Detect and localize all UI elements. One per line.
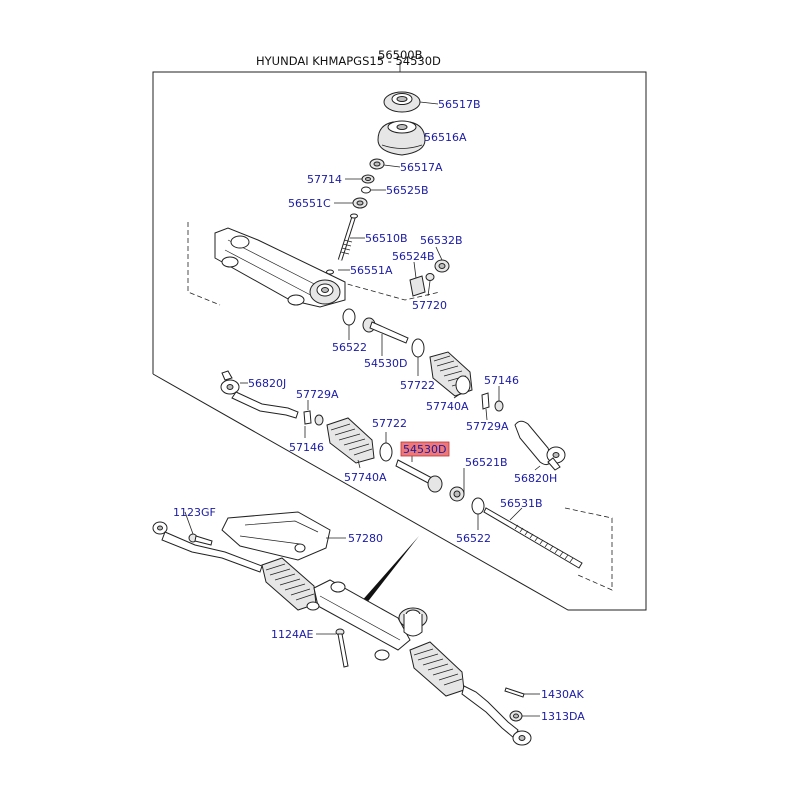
clip-57722-upper-part — [411, 338, 425, 358]
label-56522-lower[interactable]: 56522 — [456, 532, 491, 545]
ring-56522-upper-part — [342, 308, 356, 326]
ring-56525B-part — [361, 186, 371, 194]
bearing-56551C-part — [352, 197, 368, 209]
bushing-56521B-part — [449, 486, 465, 502]
label-54530D-highlighted[interactable]: 54530D — [403, 443, 446, 456]
label-57280[interactable]: 57280 — [348, 532, 383, 545]
clip-57722-lower-part — [379, 442, 393, 462]
boot-57740A-upper-part — [429, 351, 473, 397]
label-56522-upper[interactable]: 56522 — [332, 341, 367, 354]
label-57729A-upper[interactable]: 57729A — [466, 420, 509, 433]
label-56820H[interactable]: 56820H — [514, 472, 557, 485]
nut-1313DA-part — [509, 710, 523, 722]
leader-lines — [184, 101, 541, 717]
heat-shield-57280-part — [221, 511, 331, 561]
cotter-pin-1430AK-part — [504, 687, 525, 698]
label-56551A[interactable]: 56551A — [350, 264, 393, 277]
plug-56524B-part — [409, 275, 426, 297]
label-1430AK[interactable]: 1430AK — [541, 688, 585, 701]
ring-56522-lower-part — [471, 497, 485, 515]
label-1313DA[interactable]: 1313DA — [541, 710, 585, 723]
boot-57740A-lower-part — [326, 417, 375, 464]
assembled-steering-gear-part — [152, 521, 532, 746]
label-56517A[interactable]: 56517A — [400, 161, 443, 174]
label-56510B[interactable]: 56510B — [365, 232, 408, 245]
pin-57729A-lower-part — [303, 410, 312, 425]
label-57740A-lower[interactable]: 57740A — [344, 471, 387, 484]
bolt-1123GF-part — [188, 533, 213, 546]
label-57146-lower[interactable]: 57146 — [289, 441, 324, 454]
label-57729A-lower[interactable]: 57729A — [296, 388, 339, 401]
label-56820J[interactable]: 56820J — [248, 377, 286, 390]
pin-57729A-upper-part — [481, 392, 490, 410]
label-1123GF[interactable]: 1123GF — [173, 506, 216, 519]
rack-shaft-56531B-part — [483, 507, 583, 569]
highlight-box-54530D — [400, 441, 450, 457]
pinion-56510B-part — [337, 213, 358, 261]
label-56531B[interactable]: 56531B — [500, 497, 543, 510]
boot-56516A-part — [377, 120, 426, 156]
label-56516A[interactable]: 56516A — [424, 131, 467, 144]
nut-57146-upper-part — [494, 400, 504, 412]
inner-tie-rod-54530D-upper-part — [362, 317, 409, 344]
diagram-title: HYUNDAI KHMAPGS15 - 54530D — [256, 54, 441, 68]
seal-56517A-part — [369, 158, 385, 170]
tie-rod-end-56820H-part — [514, 420, 566, 471]
assembly-arrow — [352, 536, 419, 612]
nut-57720-part — [425, 273, 435, 281]
rack-housing-part — [214, 227, 346, 308]
label-57722-upper[interactable]: 57722 — [400, 379, 435, 392]
label-56524B[interactable]: 56524B — [392, 250, 435, 263]
label-57722-lower[interactable]: 57722 — [372, 417, 407, 430]
label-57714[interactable]: 57714 — [307, 173, 342, 186]
label-57146-upper[interactable]: 57146 — [484, 374, 519, 387]
label-57720[interactable]: 57720 — [412, 299, 447, 312]
yoke-56532B-part — [434, 259, 450, 273]
tie-rod-end-56820J-part — [220, 370, 299, 419]
inner-tie-rod-54530D-lower-part — [395, 459, 443, 493]
nut-57714-part — [361, 174, 375, 184]
shaft-dashed-outline — [564, 507, 613, 591]
label-56525B[interactable]: 56525B — [386, 184, 429, 197]
assembly-number: 56500B — [378, 48, 423, 62]
label-56521B[interactable]: 56521B — [465, 456, 508, 469]
label-1124AE[interactable]: 1124AE — [271, 628, 314, 641]
bolt-1124AE-part — [335, 628, 349, 668]
cap-56517B-part — [383, 91, 421, 113]
label-57740A-upper[interactable]: 57740A — [426, 400, 469, 413]
label-56551C[interactable]: 56551C — [288, 197, 331, 210]
nut-57146-lower-part — [314, 414, 324, 426]
exploded-view-frame — [152, 71, 647, 611]
label-56517B[interactable]: 56517B — [438, 98, 481, 111]
label-56532B[interactable]: 56532B — [420, 234, 463, 247]
label-54530D-upper[interactable]: 54530D — [364, 357, 407, 370]
